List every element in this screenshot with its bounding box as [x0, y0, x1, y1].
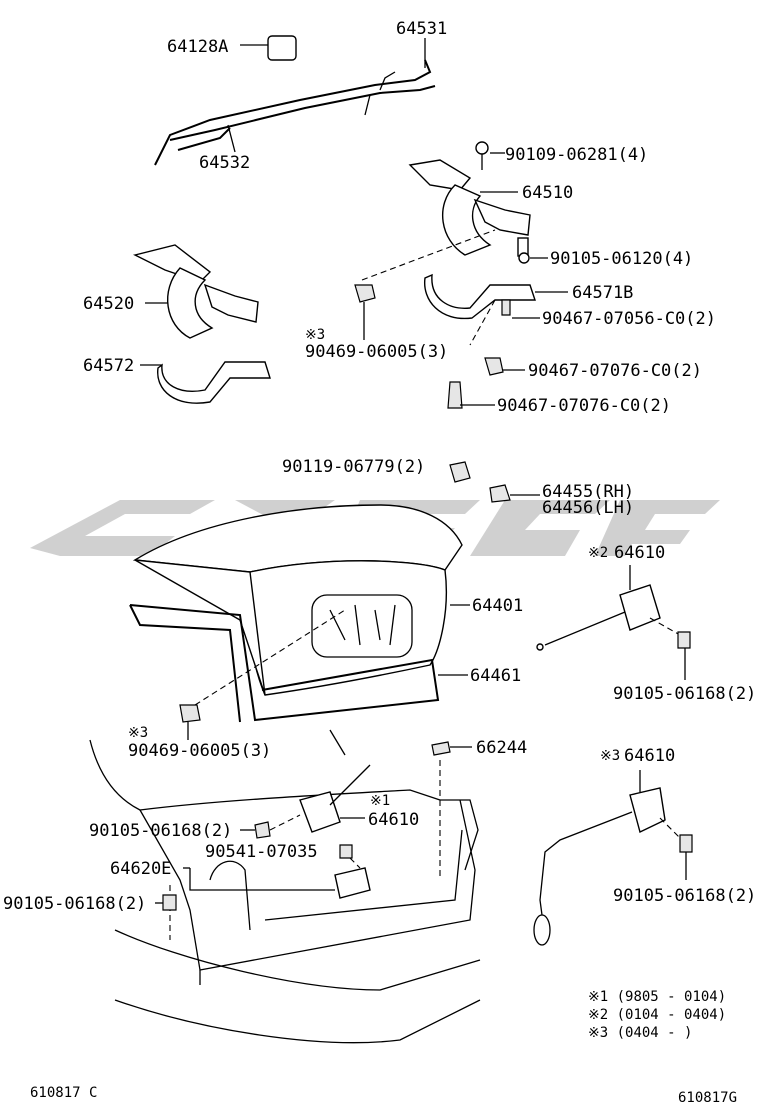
label-64620e: 64620E [110, 859, 171, 879]
part-labels: 64128A 64531 64532 90109-06281(4) 64510 … [3, 19, 756, 914]
vehicle-rear-body [89, 729, 481, 1044]
label-64401: 64401 [472, 596, 523, 616]
note-line-3: ※3 (0404 - ) [588, 1025, 692, 1041]
footer-left-code: 610817 C [30, 1085, 97, 1101]
label-64571b: 64571B [572, 283, 633, 303]
label-90105-06168-upper-right: 90105-06168(2) [613, 684, 756, 704]
label-90105-06168-left: 90105-06168(2) [3, 894, 146, 914]
note-1: ※1 [370, 793, 390, 809]
label-90105-06168-lower-right: 90105-06168(2) [613, 886, 756, 906]
label-64532: 64532 [199, 153, 250, 173]
hinge-64510 [408, 141, 548, 264]
label-64531: 64531 [396, 19, 447, 39]
label-90105-06168-center: 90105-06168(2) [89, 821, 232, 841]
hinge-64520 [132, 244, 259, 339]
label-64455-rh: 64455(RH) [542, 482, 634, 502]
note-line-2: ※2 (0104 - 0404) [588, 1007, 726, 1023]
label-64572: 64572 [83, 356, 134, 376]
label-66244 [431, 741, 472, 756]
lock-64610-right-lower [533, 770, 693, 946]
label-64510: 64510 [522, 183, 573, 203]
label-90467-07076-a: 90467-07076-C0(2) [528, 361, 702, 381]
label-90105-06120: 90105-06120(4) [550, 249, 693, 269]
lock-64610-center [240, 764, 371, 839]
label-90109-06281: 90109-06281(4) [505, 145, 648, 165]
hinge-cover-64572 [140, 361, 271, 404]
label-64128a: 64128A [167, 37, 228, 57]
label-90469-06005-lower: 90469-06005(3) [128, 741, 271, 761]
applicability-notes: ※1 (9805 - 0104) ※2 (0104 - 0404) ※3 (04… [588, 989, 726, 1041]
note-2-64610: ※2 [588, 545, 608, 561]
torsion-bar-assembly [154, 35, 436, 166]
label-64610-upper: 64610 [614, 543, 665, 563]
note-3-64610: ※3 [600, 748, 620, 764]
note-line-1: ※1 (9805 - 0104) [588, 989, 726, 1005]
label-90469-06005-top: 90469-06005(3) [305, 342, 448, 362]
label-90467-07076-b: 90467-07076-C0(2) [497, 396, 671, 416]
lock-64610-right-upper [536, 565, 691, 680]
label-64610-lower-right: 64610 [624, 746, 675, 766]
label-66244: 66244 [476, 738, 527, 758]
footer-right-code: 610817G [678, 1090, 737, 1106]
striker-64620e [155, 844, 371, 911]
note-3-top: ※3 [305, 327, 325, 343]
weatherstrip-64461 [129, 604, 468, 723]
label-64456-lh: 64456(LH) [542, 498, 634, 518]
label-90119-06779: 90119-06779(2) [282, 457, 425, 477]
label-90467-07056: 90467-07056-C0(2) [542, 309, 716, 329]
clip-64128a [267, 35, 297, 61]
label-64461: 64461 [470, 666, 521, 686]
note-3-lower: ※3 [128, 725, 148, 741]
clip-90469-top [354, 284, 376, 303]
clip-90469-lower [179, 609, 346, 740]
label-64610-center: 64610 [368, 810, 419, 830]
stopper-64455 [449, 461, 540, 503]
label-64520: 64520 [83, 294, 134, 314]
label-90541-07035: 90541-07035 [205, 842, 318, 862]
hinge-cover-64571b [424, 273, 568, 320]
trunk-lid-64401 [132, 504, 470, 696]
fasteners [354, 229, 540, 409]
